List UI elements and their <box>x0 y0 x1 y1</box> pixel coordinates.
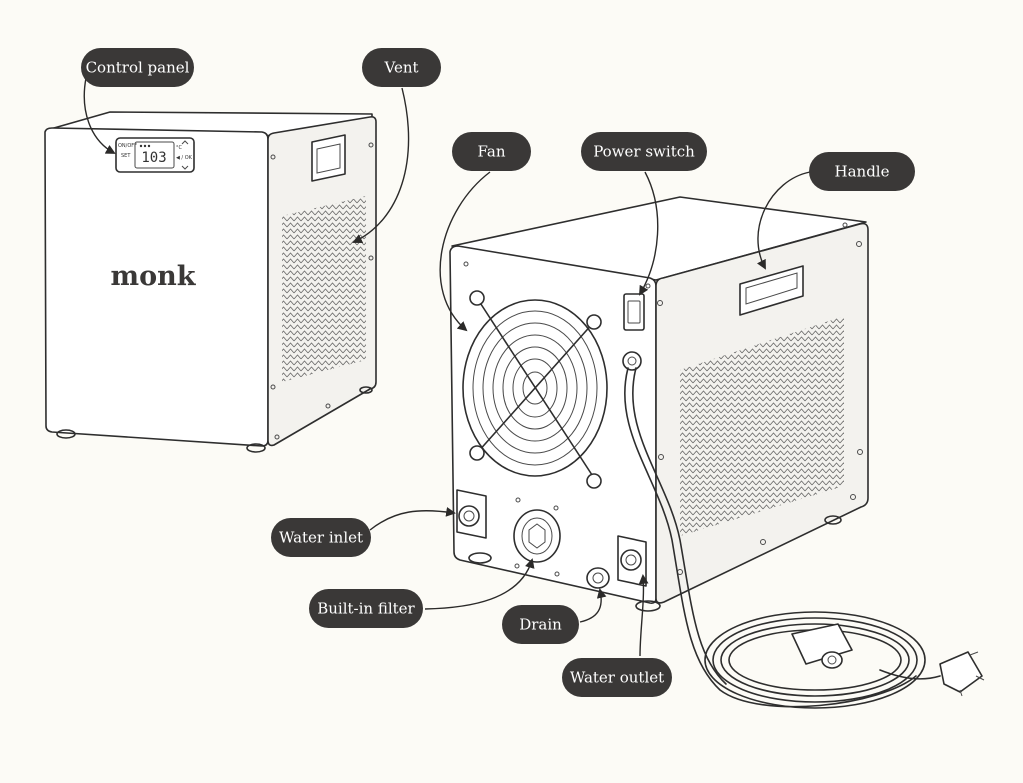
label-fan: Fan <box>452 132 531 171</box>
side-vent-grille <box>282 196 366 382</box>
svg-text:Fan: Fan <box>478 143 506 161</box>
up-arrow-icon <box>181 140 189 145</box>
brand-logo: monk <box>111 261 197 292</box>
front-unit-handle <box>311 134 346 182</box>
label-vent: Vent <box>362 48 441 87</box>
fan-graphic <box>462 290 608 489</box>
label-drain: Drain <box>502 605 579 644</box>
label-handle: Handle <box>809 152 915 191</box>
svg-text:Water outlet: Water outlet <box>570 669 664 687</box>
down-arrow-icon <box>181 165 189 170</box>
display-reading: 103 <box>141 150 166 166</box>
front-unit: ON/OFF SET 103 °C ◀ / OK monk <box>44 111 377 453</box>
svg-text:Built-in filter: Built-in filter <box>317 600 415 618</box>
built-in-filter-graphic <box>513 497 561 577</box>
label-built-in-filter: Built-in filter <box>309 589 423 628</box>
label-water-outlet: Water outlet <box>562 658 672 697</box>
handle-graphic <box>739 265 804 316</box>
rear-side-vent-grille <box>680 316 844 536</box>
svg-text:Vent: Vent <box>383 59 418 77</box>
label-control-panel: Control panel <box>81 48 194 87</box>
display-unit: °C <box>176 145 183 151</box>
on-off-key: ON/OFF <box>118 143 137 149</box>
power-cable-graphic <box>623 367 985 709</box>
svg-text:Drain: Drain <box>519 616 562 634</box>
set-key: SET <box>121 153 131 159</box>
power-switch-graphic <box>623 293 645 331</box>
svg-text:Handle: Handle <box>835 163 890 181</box>
drain-graphic <box>586 567 610 589</box>
ok-key: ◀ / OK <box>176 155 193 161</box>
svg-text:Water inlet: Water inlet <box>279 529 363 547</box>
water-inlet-graphic <box>456 489 487 539</box>
label-water-inlet: Water inlet <box>271 518 371 557</box>
svg-text:Power switch: Power switch <box>593 143 695 161</box>
water-outlet-graphic <box>617 535 647 587</box>
control-panel-display: ON/OFF SET 103 °C ◀ / OK <box>115 137 195 173</box>
svg-text:Control panel: Control panel <box>86 59 190 77</box>
label-power-switch: Power switch <box>581 132 707 171</box>
rear-unit <box>449 196 985 709</box>
leader-lines <box>83 77 811 657</box>
